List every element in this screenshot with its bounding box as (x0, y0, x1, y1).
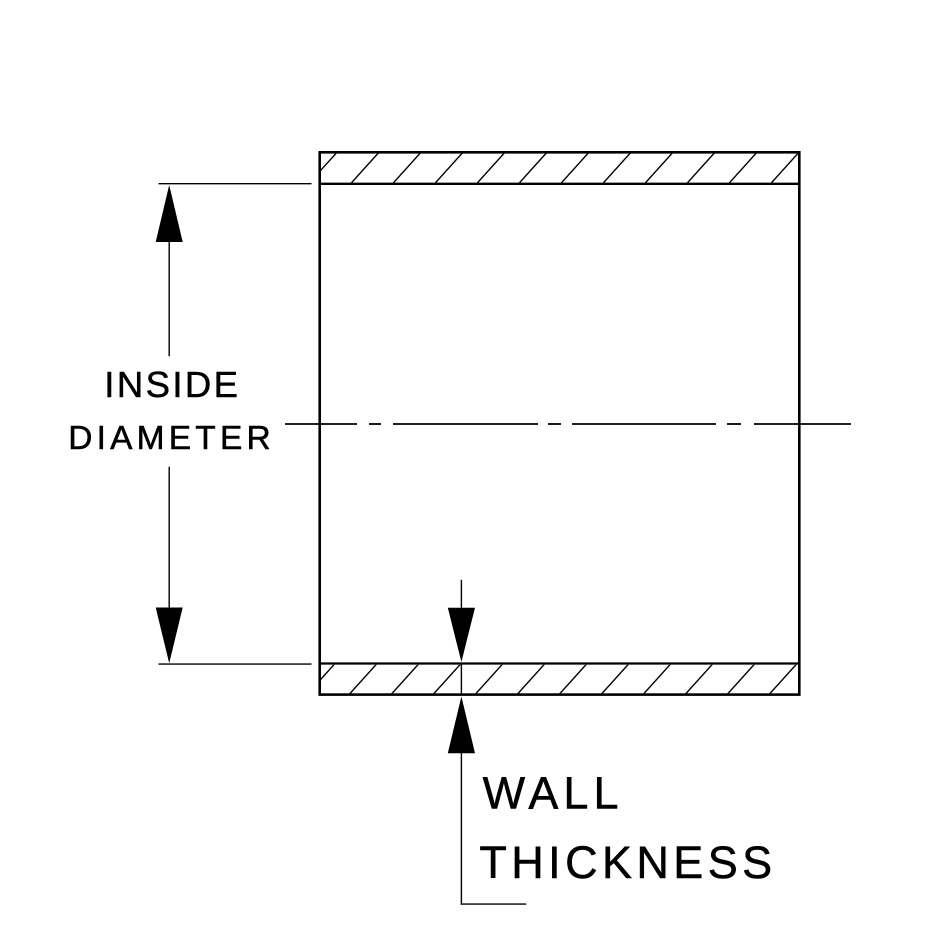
svg-text:DIAMETER: DIAMETER (68, 420, 275, 457)
svg-text:THICKNESS: THICKNESS (479, 837, 776, 888)
svg-text:WALL: WALL (483, 768, 624, 819)
svg-text:INSIDE: INSIDE (104, 364, 240, 405)
